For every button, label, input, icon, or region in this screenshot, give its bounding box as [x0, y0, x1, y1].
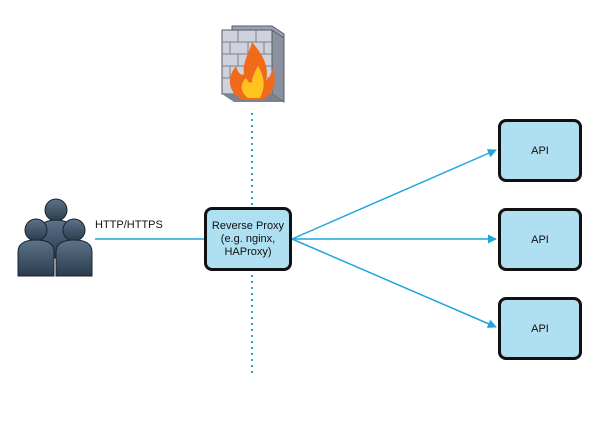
reverse-proxy-label-line-3: HAProxy): [224, 245, 272, 258]
api-node-1[interactable]: API: [498, 119, 582, 182]
reverse-proxy-label-line-1: Reverse Proxy: [211, 219, 285, 232]
api-node-2[interactable]: API: [498, 208, 582, 271]
reverse-proxy-label: Reverse Proxy (e.g. nginx, HAProxy): [212, 220, 284, 259]
client-edge-label: HTTP/HTTPS: [95, 219, 163, 231]
api-node-2-label: API: [531, 233, 549, 246]
firewall-icon: [221, 25, 285, 103]
reverse-proxy-label-line-2: (e.g. nginx,: [220, 232, 276, 245]
api-node-1-label: API: [531, 144, 549, 157]
proxy-to-api-3-connector: [291, 238, 497, 328]
users-group-icon: [17, 198, 93, 277]
proxy-to-api-1-connector: [291, 149, 497, 240]
reverse-proxy-node[interactable]: Reverse Proxy (e.g. nginx, HAProxy): [204, 207, 292, 271]
api-node-3-label: API: [531, 322, 549, 335]
api-node-3[interactable]: API: [498, 297, 582, 360]
